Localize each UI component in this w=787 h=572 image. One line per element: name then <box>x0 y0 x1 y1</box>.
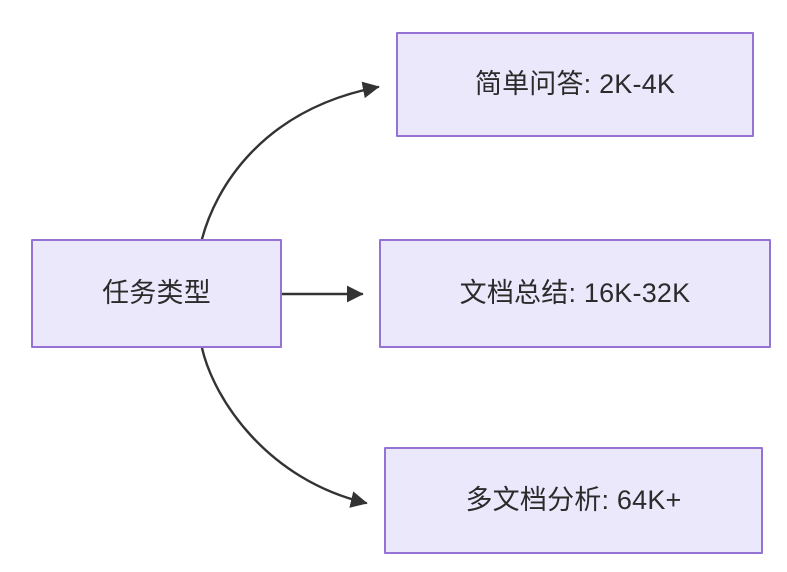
node-multi-doc[interactable]: 多文档分析: 64K+ <box>384 447 763 554</box>
edge-root-to-multi-doc <box>200 346 368 508</box>
node-multi-doc-label: 多文档分析: 64K+ <box>465 485 682 516</box>
node-task-type-label: 任务类型 <box>102 278 211 309</box>
node-simple-qa[interactable]: 简单问答: 2K-4K <box>396 32 754 137</box>
node-task-type[interactable]: 任务类型 <box>31 239 282 348</box>
node-simple-qa-label: 简单问答: 2K-4K <box>474 69 676 100</box>
node-doc-summary[interactable]: 文档总结: 16K-32K <box>379 239 771 348</box>
node-doc-summary-label: 文档总结: 16K-32K <box>459 278 691 309</box>
edge-root-to-simple-qa <box>200 81 380 241</box>
